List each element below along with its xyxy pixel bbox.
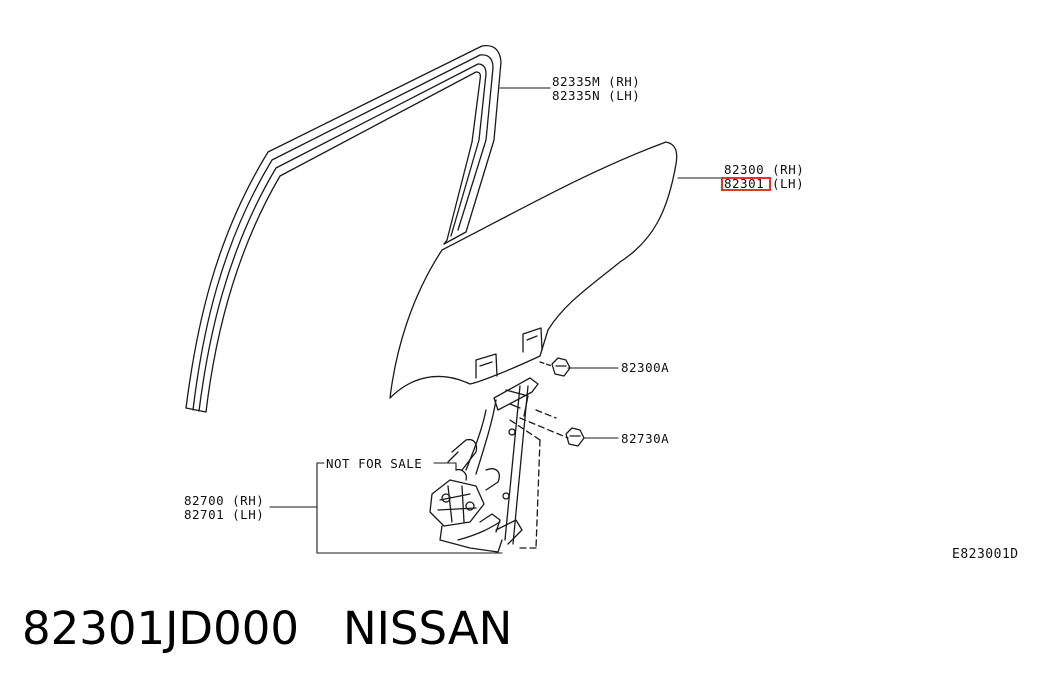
glass-rh-label: 82300 (RH) [724,162,804,177]
diagram-code: E823001D [952,547,1019,562]
brand-name: NISSAN [342,601,513,655]
glass-lh-code-label: 82301 [724,176,764,191]
glass-bolt-icon [539,357,571,377]
regulator-lh-label: 82701 (LH) [184,507,264,522]
regulator-bolt-icon [565,427,585,447]
glass-bolt-label: 82300A [621,360,669,375]
part-number: 82301JD000 [22,601,299,655]
door-glass [389,141,678,399]
regulator-bolt-label: 82730A [621,431,669,446]
window-regulator [429,377,539,553]
regulator-rh-label: 82700 (RH) [184,493,264,508]
leader-lines [269,87,723,554]
weatherstrip-rh-label: 82335M (RH) [552,74,640,89]
glass-lh-suffix-label: (LH) [772,176,804,191]
highlight-box [721,177,771,191]
footer: 82301JD000 NISSAN [22,596,512,660]
sash-weatherstrip [185,44,502,413]
weatherstrip-lh-label: 82335N (LH) [552,88,640,103]
not-for-sale-label: NOT FOR SALE [326,456,422,471]
assembly-lines [509,409,569,549]
